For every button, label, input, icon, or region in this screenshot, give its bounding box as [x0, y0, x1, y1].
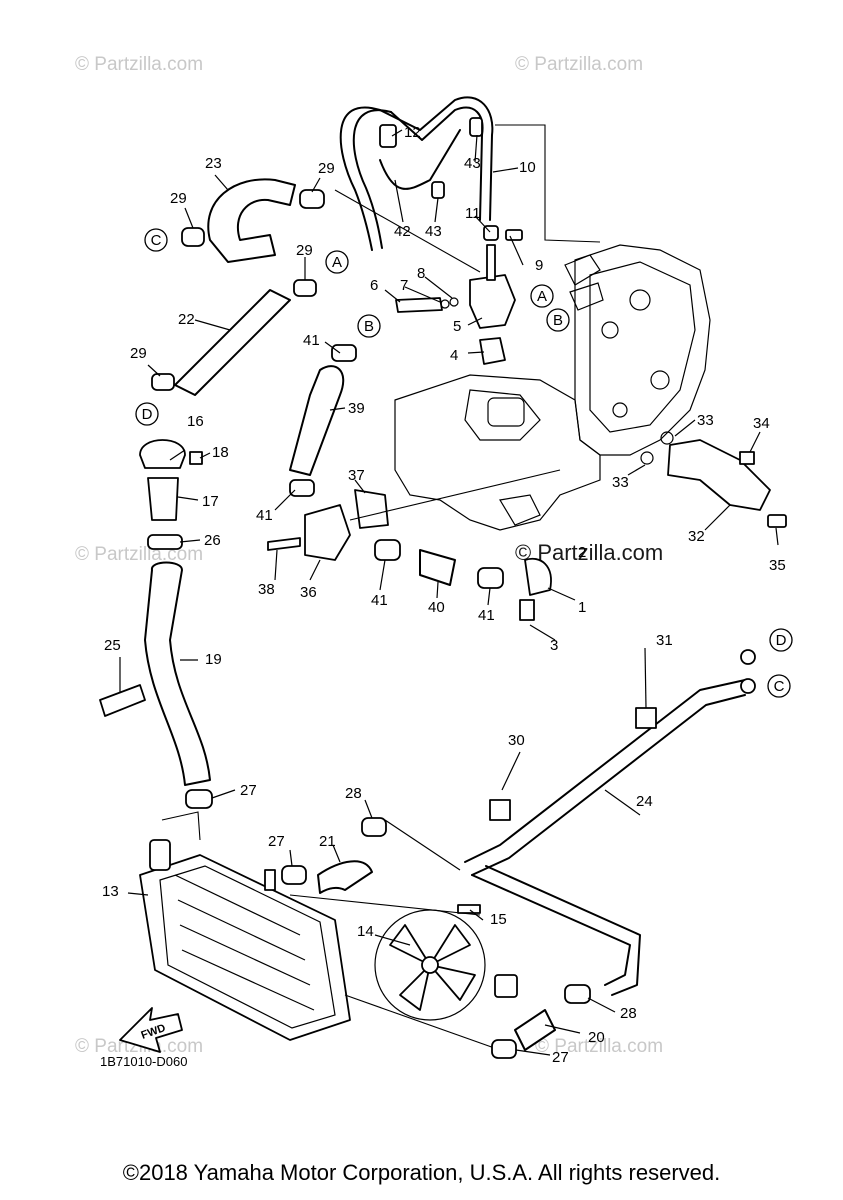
part-label-1: 1 — [578, 599, 586, 616]
part-label-31: 31 — [656, 632, 673, 649]
part-label-33-b: 33 — [612, 474, 629, 491]
part-label-37: 37 — [348, 467, 365, 484]
svg-text:B: B — [553, 312, 563, 329]
part-label-22: 22 — [178, 311, 195, 328]
bypass-hose-40 — [349, 469, 561, 621]
part-label-40: 40 — [428, 599, 445, 616]
part-label-6: 6 — [370, 277, 378, 294]
part-label-33-a: 33 — [697, 412, 714, 429]
callout-a-engine: A — [530, 284, 554, 308]
copyright-notice: ©2018 Yamaha Motor Corporation, U.S.A. A… — [122, 1160, 721, 1185]
part-label-5: 5 — [453, 318, 461, 335]
part-label-15: 15 — [490, 911, 507, 928]
part-label-28-bottom: 28 — [620, 1005, 637, 1022]
part-label-27-bottom: 27 — [552, 1049, 569, 1066]
cooling-fan-14 — [374, 904, 518, 1021]
callout-d-hose: D — [135, 402, 159, 426]
svg-text:D: D — [776, 632, 787, 649]
part-label-4: 4 — [450, 347, 458, 364]
part-label-25: 25 — [104, 637, 121, 654]
part-label-41-b: 41 — [256, 507, 273, 524]
thermostat-housing-group — [334, 189, 523, 365]
water-jacket-joint-32 — [640, 431, 787, 528]
watermark: © Partzilla.com — [75, 544, 203, 565]
part-label-16: 16 — [187, 413, 204, 430]
part-label-24: 24 — [636, 793, 653, 810]
engine-crankcase-drawing — [394, 244, 711, 531]
svg-text:A: A — [537, 288, 547, 305]
svg-text:A: A — [332, 254, 342, 271]
fwd-arrow-icon: FWD — [119, 1007, 183, 1053]
svg-text:C: C — [774, 678, 785, 695]
part-label-32: 32 — [688, 528, 705, 545]
part-label-29-c: 29 — [296, 242, 313, 259]
part-label-41-d: 41 — [478, 607, 495, 624]
callout-d-pipe: D — [769, 628, 793, 652]
part-label-28-top: 28 — [345, 785, 362, 802]
part-label-9: 9 — [535, 257, 543, 274]
svg-text:C: C — [151, 232, 162, 249]
part-label-38: 38 — [258, 581, 275, 598]
part-label-39: 39 — [348, 400, 365, 417]
part-label-27-top: 27 — [240, 782, 257, 799]
radiator-hose-23 — [181, 178, 325, 263]
radiator-13 — [139, 811, 501, 1051]
callout-c-hose: C — [144, 228, 168, 252]
water-pump-group — [267, 489, 389, 561]
part-label-29-a: 29 — [318, 160, 335, 177]
svg-text:B: B — [364, 318, 374, 335]
part-label-7: 7 — [400, 277, 408, 294]
coolant-pipe-24 — [464, 649, 756, 1059]
hose-39 — [289, 344, 357, 497]
part-label-29-d: 29 — [130, 345, 147, 362]
part-label-12: 12 — [404, 124, 421, 141]
part-label-8: 8 — [417, 265, 425, 282]
callout-b-engine: B — [546, 308, 570, 332]
part-label-14: 14 — [357, 923, 374, 940]
part-label-11: 11 — [465, 205, 481, 222]
part-label-29-b: 29 — [170, 190, 187, 207]
callout-b-hose: B — [357, 314, 381, 338]
part-label-36: 36 — [300, 584, 317, 601]
hose-clip-43-top — [469, 117, 483, 137]
part-label-41-a: 41 — [303, 332, 320, 349]
svg-text:D: D — [142, 406, 153, 423]
part-label-30: 30 — [508, 732, 525, 749]
watermark: © Partzilla.com — [75, 54, 203, 75]
leader-lines — [119, 129, 779, 1056]
part-label-23: 23 — [205, 155, 222, 172]
watermark: © Partzilla.com — [535, 1036, 663, 1057]
hose-21-group — [281, 817, 461, 894]
part-label-43-a: 43 — [464, 155, 481, 172]
radiator-cap-filler-group — [139, 439, 203, 550]
diagram-code: 1B71010-D060 — [100, 1054, 187, 1069]
hose-clip-43-lower — [431, 181, 445, 199]
part-label-19: 19 — [205, 651, 222, 668]
part-label-42: 42 — [394, 223, 411, 240]
part-label-35: 35 — [769, 557, 786, 574]
callout-c-pipe: C — [767, 674, 791, 698]
part-label-13: 13 — [102, 883, 119, 900]
radiator-hose-19 — [99, 561, 213, 809]
part-label-41-c: 41 — [371, 592, 388, 609]
watermark: © Partzilla.com — [515, 54, 643, 75]
part-label-27-mid: 27 — [268, 833, 285, 850]
part-label-18: 18 — [212, 444, 229, 461]
part-label-3: 3 — [550, 637, 558, 654]
breather-hose-assembly — [339, 96, 601, 251]
part-label-20: 20 — [588, 1029, 605, 1046]
callout-a-top: A — [325, 250, 349, 274]
hose-clip-12 — [379, 124, 397, 148]
part-label-34: 34 — [753, 415, 770, 432]
part-label-2: 2 — [578, 544, 586, 561]
part-label-17: 17 — [202, 493, 219, 510]
radiator-hose-22 — [151, 279, 317, 396]
part-label-43-b: 43 — [425, 223, 442, 240]
part-label-26: 26 — [204, 532, 221, 549]
part-label-21: 21 — [319, 833, 336, 850]
part-label-10: 10 — [519, 159, 536, 176]
